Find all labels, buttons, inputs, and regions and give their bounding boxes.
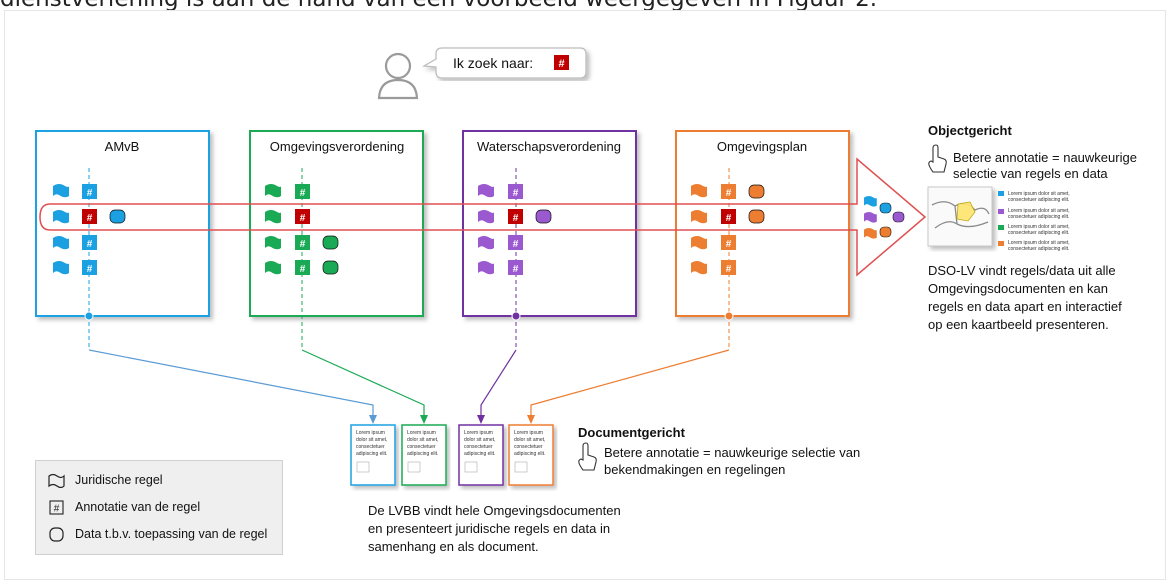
- box-title: Omgevingsplan: [717, 139, 807, 154]
- svg-text:Lorem ipsum dolor sit amet,: Lorem ipsum dolor sit amet,: [1008, 240, 1070, 246]
- search-speech-bubble: Ik zoek naar: #: [421, 47, 587, 79]
- legend-label: Juridische regel: [75, 473, 163, 487]
- object-subtitle: Betere annotatie = nauwkeurige selectie …: [953, 150, 1137, 181]
- svg-text:consectetuer: consectetuer: [407, 444, 436, 450]
- document-connector-lines: [88, 349, 730, 424]
- svg-text:dolor sit amet,: dolor sit amet,: [407, 437, 438, 443]
- svg-text:#: #: [513, 264, 519, 275]
- connector-dot: [724, 311, 734, 321]
- svg-text:adipiscing elit.: adipiscing elit.: [464, 451, 495, 457]
- box-omgevingsplan: Omgevingsplan: [675, 130, 850, 317]
- connector-dot: [511, 311, 521, 321]
- svg-text:#: #: [513, 239, 519, 250]
- box-title: Omgevingsverordening: [270, 139, 404, 154]
- legend-label: Data t.b.v. toepassing van de regel: [75, 527, 268, 541]
- legend-item: Juridische regel: [48, 470, 163, 490]
- svg-text:consectetuer adipiscing elit.: consectetuer adipiscing elit.: [1008, 230, 1069, 236]
- svg-text:Lorem ipsum dolor sit amet,: Lorem ipsum dolor sit amet,: [1008, 208, 1070, 214]
- figure-frame: [4, 10, 1166, 580]
- box-title: AMvB: [105, 139, 140, 154]
- svg-text:#: #: [87, 239, 93, 250]
- legend-box: Juridische regel # Annotatie van de rege…: [35, 460, 283, 555]
- object-heading: Objectgericht: [928, 123, 1012, 138]
- hand-pointer-icon: [928, 144, 947, 173]
- svg-text:dolor sit amet,: dolor sit amet,: [464, 437, 495, 443]
- legend-item: Data t.b.v. toepassing van de regel: [48, 524, 267, 544]
- svg-text:Lorem ipsum dolor sit amet,: Lorem ipsum dolor sit amet,: [1008, 191, 1070, 197]
- svg-text:#: #: [726, 188, 732, 199]
- svg-text:#: #: [300, 188, 306, 199]
- document-heading: Documentgericht: [578, 425, 685, 440]
- svg-text:#: #: [87, 188, 93, 199]
- box-title: Waterschapsverordening: [477, 139, 621, 154]
- svg-text:Lorem ipsum dolor sit amet,: Lorem ipsum dolor sit amet,: [1008, 224, 1070, 230]
- svg-text:dolor sit amet,: dolor sit amet,: [356, 437, 387, 443]
- document-thumbnail-green: Lorem ipsum dolor sit amet, consectetuer…: [401, 424, 447, 486]
- svg-text:#: #: [513, 213, 519, 224]
- search-bubble-text: Ik zoek naar:: [453, 55, 533, 71]
- svg-text:consectetuer adipiscing elit.: consectetuer adipiscing elit.: [1008, 214, 1069, 220]
- connector-dot: [84, 311, 94, 321]
- svg-text:Lorem ipsum: Lorem ipsum: [464, 430, 493, 436]
- document-thumbnail-blue: Lorem ipsum dolor sit amet, consectetuer…: [350, 424, 396, 486]
- document-thumbnail-purple: Lorem ipsum dolor sit amet, consectetuer…: [458, 424, 504, 486]
- arrow-tip-icons: [864, 196, 905, 239]
- svg-text:adipiscing elit.: adipiscing elit.: [407, 451, 438, 457]
- amvb-icons: # # # #: [53, 184, 126, 275]
- svg-text:consectetuer: consectetuer: [464, 444, 493, 450]
- document-description: De LVBB vindt hele Omgevingsdocumenten e…: [368, 503, 621, 554]
- svg-text:consectetuer adipiscing elit.: consectetuer adipiscing elit.: [1008, 246, 1069, 252]
- svg-text:consectetuer: consectetuer: [514, 444, 543, 450]
- box-waterschapsverordening: Waterschapsverordening: [462, 130, 637, 317]
- svg-text:consectetuer: consectetuer: [356, 444, 385, 450]
- map-legend: Lorem ipsum dolor sit amet, consectetuer…: [998, 191, 1070, 252]
- svg-text:Lorem ipsum: Lorem ipsum: [407, 430, 436, 436]
- svg-text:#: #: [726, 264, 732, 275]
- database-cylinder-icon: [49, 526, 64, 542]
- svg-text:consectetuer adipiscing elit.: consectetuer adipiscing elit.: [1008, 197, 1069, 203]
- svg-text:#: #: [513, 188, 519, 199]
- svg-text:#: #: [726, 239, 732, 250]
- svg-text:#: #: [726, 213, 732, 224]
- hash-annotation-icon: #: [49, 499, 64, 515]
- omgevingsplan-icons: # # # #: [691, 184, 765, 275]
- map-thumbnail: [927, 186, 993, 247]
- svg-text:#: #: [87, 213, 93, 224]
- box-omgevingsverordening: Omgevingsverordening: [249, 130, 424, 317]
- flag-icon: [48, 473, 65, 488]
- legend-item: # Annotatie van de regel: [48, 497, 200, 517]
- document-thumbnail-orange: Lorem ipsum dolor sit amet, consectetuer…: [508, 424, 554, 486]
- waterschapsverordening-icons: # # # #: [478, 184, 552, 275]
- legend-label: Annotatie van de regel: [75, 500, 201, 514]
- svg-text:dolor sit amet,: dolor sit amet,: [514, 437, 545, 443]
- search-hash-tag: [554, 55, 569, 70]
- user-icon: [377, 52, 419, 100]
- svg-text:Lorem ipsum: Lorem ipsum: [356, 430, 385, 436]
- caption-text: dienstverlening is aan de hand van een v…: [0, 0, 877, 12]
- box-amvb: AMvB: [35, 130, 210, 317]
- document-subtitle: Betere annotatie = nauwkeurige selectie …: [604, 445, 861, 477]
- svg-text:adipiscing elit.: adipiscing elit.: [356, 451, 387, 457]
- svg-text:#: #: [87, 264, 93, 275]
- svg-text:adipiscing elit.: adipiscing elit.: [514, 451, 545, 457]
- omgevingsverordening-icons: # # # #: [265, 184, 339, 275]
- svg-text:#: #: [300, 213, 306, 224]
- svg-text:#: #: [54, 503, 60, 514]
- svg-text:Lorem ipsum: Lorem ipsum: [514, 430, 543, 436]
- svg-text:#: #: [300, 264, 306, 275]
- svg-text:#: #: [558, 58, 564, 70]
- hand-pointer-icon: [578, 442, 597, 471]
- object-description: DSO-LV vindt regels/data uit alle Omgevi…: [928, 263, 1122, 332]
- selection-arrow: [39, 157, 927, 277]
- svg-text:#: #: [300, 239, 306, 250]
